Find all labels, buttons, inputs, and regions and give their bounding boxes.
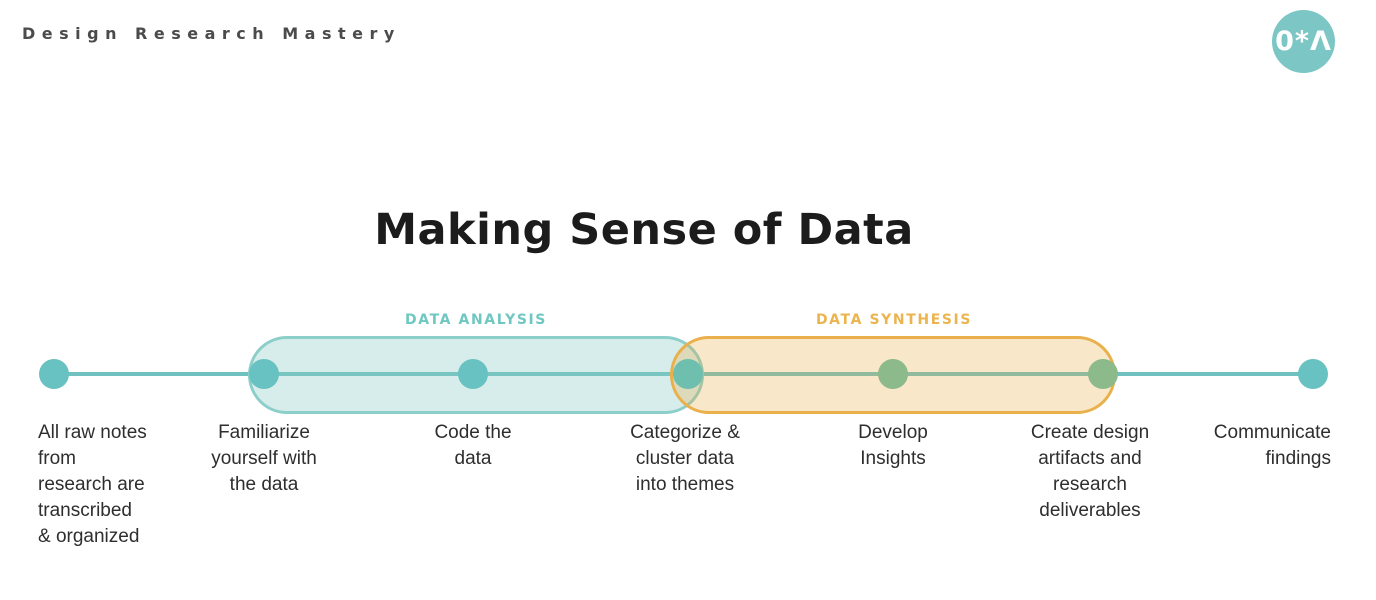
- timeline-dot-4: [673, 359, 703, 389]
- step-label-4: Categorize & cluster data into themes: [630, 422, 740, 495]
- step-label-1: All raw notes from research are transcri…: [38, 422, 147, 547]
- step-label-2: Familiarize yourself with the data: [211, 422, 317, 495]
- timeline-dot-5: [878, 359, 908, 389]
- step-label-5: Develop Insights: [858, 422, 928, 469]
- timeline-dot-7: [1298, 359, 1328, 389]
- timeline-dot-2: [249, 359, 279, 389]
- timeline-dot-3: [458, 359, 488, 389]
- slide-title: Making Sense of Data: [374, 205, 914, 255]
- timeline-dot-1: [39, 359, 69, 389]
- timeline-dot-6: [1088, 359, 1118, 389]
- step-label-6: Create design artifacts and research del…: [1030, 422, 1150, 521]
- brand-text: Design Research Mastery: [22, 24, 401, 43]
- step-label-7: Communicate findings: [1213, 422, 1331, 469]
- step-label-3: Code the data: [434, 422, 512, 469]
- section-label-data-synthesis: DATA SYNTHESIS: [815, 312, 973, 328]
- section-label-data-analysis: DATA ANALYSIS: [405, 312, 547, 328]
- logo: 0*Λ: [1272, 10, 1335, 73]
- logo-text: 0*Λ: [1275, 26, 1332, 57]
